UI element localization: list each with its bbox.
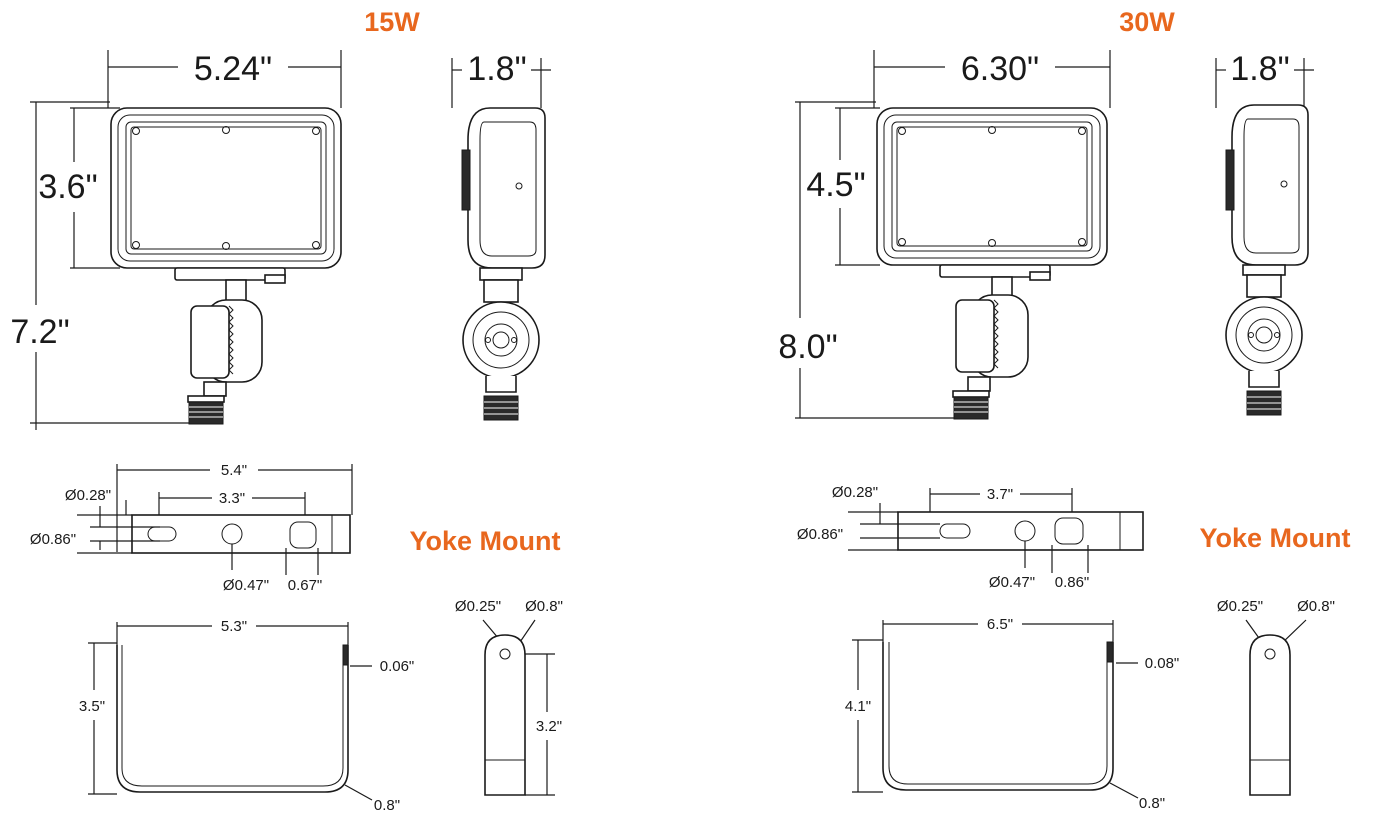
bracket-width-label: 5.3" <box>221 618 247 635</box>
yoke-length-label: 5.4" <box>221 462 247 479</box>
slot-length-label: 0.86" <box>1055 574 1090 591</box>
slot-width-label: Ø0.28" <box>832 484 878 501</box>
yoke-title: Yoke Mount <box>1200 523 1351 553</box>
arm-hole-label: Ø0.25" <box>455 598 501 615</box>
center-hole-label: Ø0.47" <box>989 574 1035 591</box>
fixture-side-view <box>461 107 546 421</box>
fixture-front-view <box>110 107 342 425</box>
bracket-radius-label: 0.8" <box>1139 795 1165 812</box>
panel-30w: 30W 6.30" 4.5" 8.0" <box>778 7 1350 812</box>
arm-end-label: Ø0.8" <box>1297 598 1335 615</box>
arm-hole-label: Ø0.25" <box>1217 598 1263 615</box>
yoke-title: Yoke Mount <box>410 526 561 556</box>
yoke-depth-label: Ø0.86" <box>797 526 843 543</box>
center-hole-label: Ø0.47" <box>223 577 269 594</box>
fixture-side-view <box>1225 104 1309 416</box>
yoke-depth-label: Ø0.86" <box>30 531 76 548</box>
front-width-label: 5.24" <box>194 50 272 88</box>
bracket-front-view: 5.3" 0.06" 3.5" 0.8" <box>79 618 414 814</box>
bracket-radius-label: 0.8" <box>374 797 400 814</box>
wattage-title: 30W <box>1119 7 1175 37</box>
bracket-thickness-label: 0.08" <box>1145 655 1180 672</box>
panel-15w: 15W 5.24" 3.6" 7.2" <box>10 7 563 814</box>
bracket-arm-view: Ø0.25" Ø0.8" <box>1217 598 1335 796</box>
front-width-label: 6.30" <box>961 50 1039 88</box>
yoke-top-view: 5.4" 3.3" Ø0.28" Ø0.86" Ø0.47" 0. <box>30 462 353 594</box>
slot-width-label: Ø0.28" <box>65 487 111 504</box>
total-height-label: 7.2" <box>10 313 69 351</box>
bracket-width-label: 6.5" <box>987 616 1013 633</box>
bracket-front-view: 6.5" 0.08" 4.1" 0.8" <box>845 616 1179 812</box>
wattage-title: 15W <box>364 7 420 37</box>
lens-height-label: 4.5" <box>806 166 865 204</box>
bracket-height-label: 3.5" <box>79 698 105 715</box>
side-width-label: 1.8" <box>467 50 526 88</box>
arm-end-label: Ø0.8" <box>525 598 563 615</box>
bracket-arm-view: Ø0.25" Ø0.8" 3.2" <box>455 598 563 796</box>
bracket-thickness-label: 0.06" <box>380 658 415 675</box>
total-height-label: 8.0" <box>778 328 837 366</box>
bracket-height-label: 4.1" <box>845 698 871 715</box>
lens-height-label: 3.6" <box>38 168 97 206</box>
fixture-front-view <box>876 107 1108 420</box>
slot-spacing-label: 3.7" <box>987 486 1013 503</box>
side-width-label: 1.8" <box>1230 50 1289 88</box>
slot-spacing-label: 3.3" <box>219 490 245 507</box>
arm-length-label: 3.2" <box>536 718 562 735</box>
slot-length-label: 0.67" <box>288 577 323 594</box>
yoke-top-view: 3.7" Ø0.28" Ø0.86" Ø0.47" 0.86" <box>797 484 1144 591</box>
